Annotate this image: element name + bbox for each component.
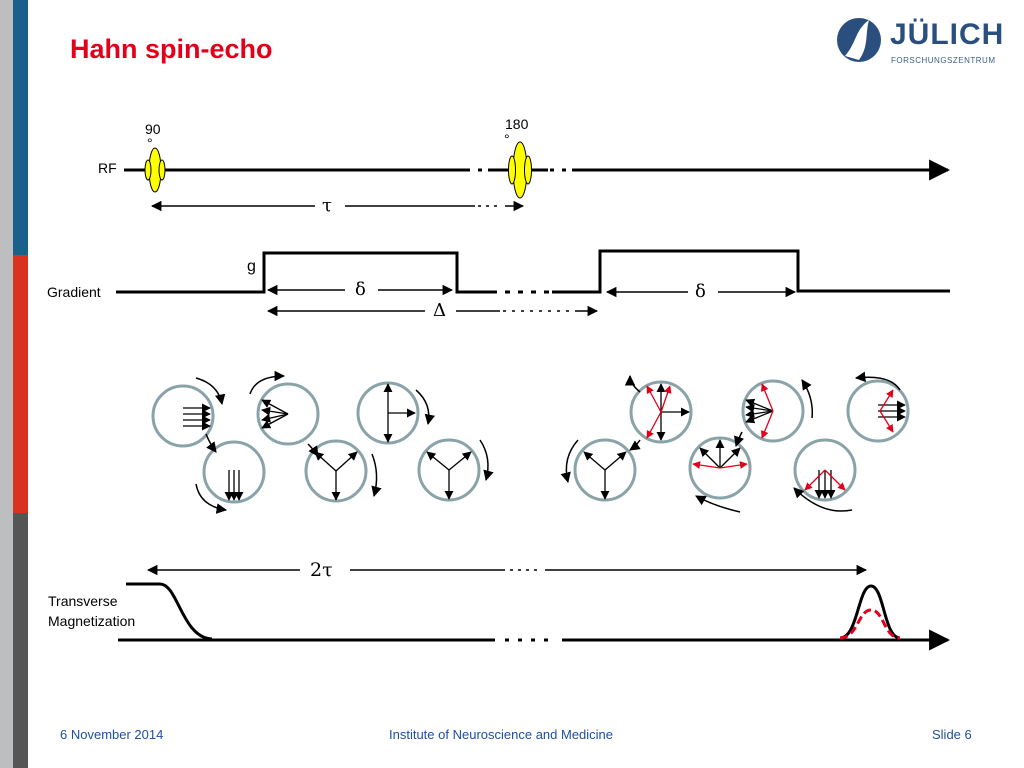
logo-subtitle: FORSCHUNGSZENTRUM — [891, 56, 996, 65]
delta-small-label-1: δ — [355, 279, 366, 300]
logo-wordmark: JÜLICH — [890, 18, 1005, 51]
sidebar-blue — [13, 0, 28, 255]
spin-refocus-icon — [573, 379, 910, 502]
footer-slide-number: Slide 6 — [932, 727, 972, 742]
gradient-waveform — [116, 249, 950, 294]
gradient-label: Gradient — [47, 284, 101, 300]
transverse-label-line1: Transverse — [48, 593, 118, 609]
left-color-bar — [0, 0, 28, 768]
footer-institute: Institute of Neuroscience and Medicine — [389, 727, 614, 742]
rf-pulse-90-icon — [144, 147, 166, 193]
delta-big-label: Δ — [433, 300, 446, 321]
transverse-magnetization-curve — [118, 582, 951, 651]
sidebar-dark — [13, 513, 28, 768]
delta-small-label-2: δ — [695, 281, 706, 302]
g-label: g — [247, 258, 256, 275]
rotation-arrow-icon — [195, 370, 494, 514]
sidebar-red — [13, 255, 28, 513]
slide-title: Hahn spin-echo — [70, 34, 273, 64]
pulse-90-label: 90 — [145, 121, 161, 137]
two-tau-label: 2τ — [310, 559, 333, 581]
rotation-arrow-right-icon — [560, 371, 901, 513]
rf-pulse-180-icon — [508, 141, 532, 199]
spin-phase-icon — [151, 381, 481, 504]
pulse-180-degree: ° — [504, 131, 510, 147]
pulse-180-label: 180 — [505, 116, 529, 132]
pulse-90-degree: ° — [147, 135, 153, 151]
julich-logo-icon — [837, 18, 881, 62]
tau-label: τ — [322, 195, 332, 216]
footer-date: 6 November 2014 — [60, 727, 164, 742]
transverse-label-line2: Magnetization — [48, 613, 136, 629]
rf-label: RF — [98, 160, 117, 176]
